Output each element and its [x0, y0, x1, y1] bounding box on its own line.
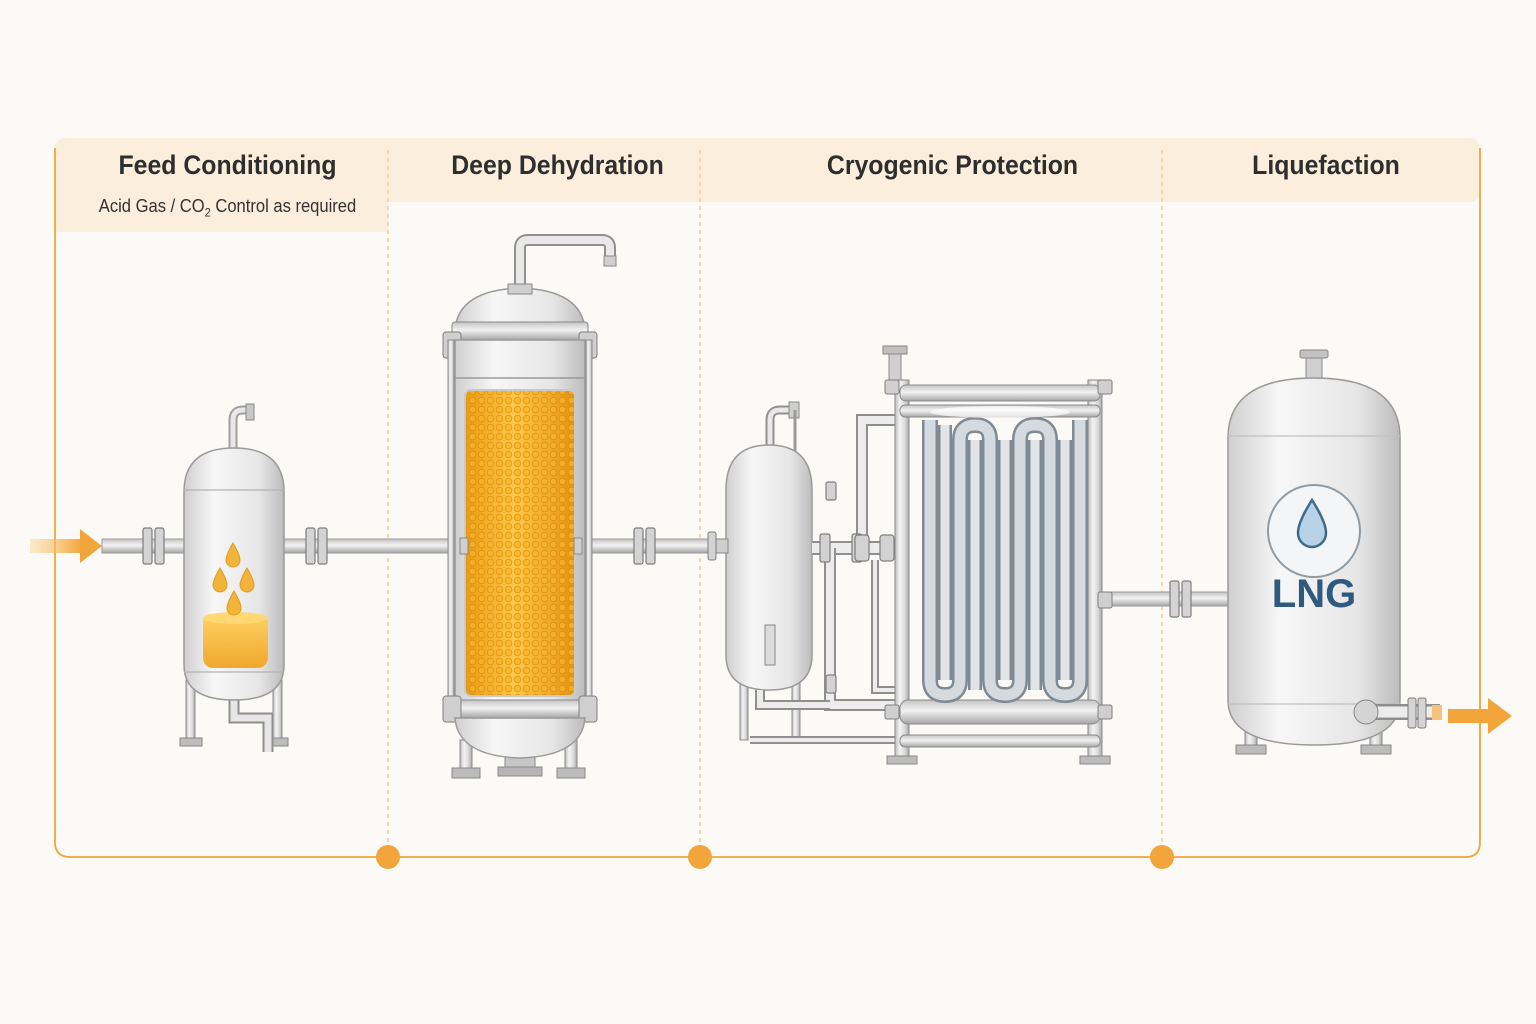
header-band [55, 138, 1480, 232]
timeline-dot [1150, 845, 1174, 869]
dehydration-column [442, 234, 617, 779]
lng-storage-tank [1227, 349, 1442, 755]
droplet-icon [1267, 484, 1361, 578]
pipe-flanges [142, 527, 1192, 618]
timeline-dot [376, 845, 400, 869]
arrow-right-icon [1448, 698, 1512, 734]
timeline-dot [688, 845, 712, 869]
cryogenic-heat-exchanger [882, 345, 1113, 765]
stage-title-feed-conditioning: Feed Conditioning [118, 150, 337, 180]
valve-fittings [819, 481, 895, 694]
subtitle-subscript: 2 [204, 205, 211, 220]
arrow-right-icon [30, 529, 102, 563]
stage-title-deep-dehydration: Deep Dehydration [451, 150, 664, 180]
stage-subtitle-feed-conditioning: Acid Gas / CO2 Control as required [69, 196, 386, 220]
panel-frame [54, 148, 1481, 858]
tank-label: LNG [1271, 572, 1357, 616]
feed-separator-vessel [179, 403, 289, 752]
subtitle-text-end: Control as required [210, 196, 357, 216]
subtitle-text: Acid Gas / CO [98, 196, 205, 216]
stage-dividers [387, 150, 1163, 845]
timeline-markers [376, 845, 1174, 869]
stage-title-cryogenic-protection: Cryogenic Protection [826, 150, 1079, 180]
cryogenic-knockout-vessel [707, 401, 813, 741]
stage-title-liquefaction: Liquefaction [1252, 150, 1400, 180]
